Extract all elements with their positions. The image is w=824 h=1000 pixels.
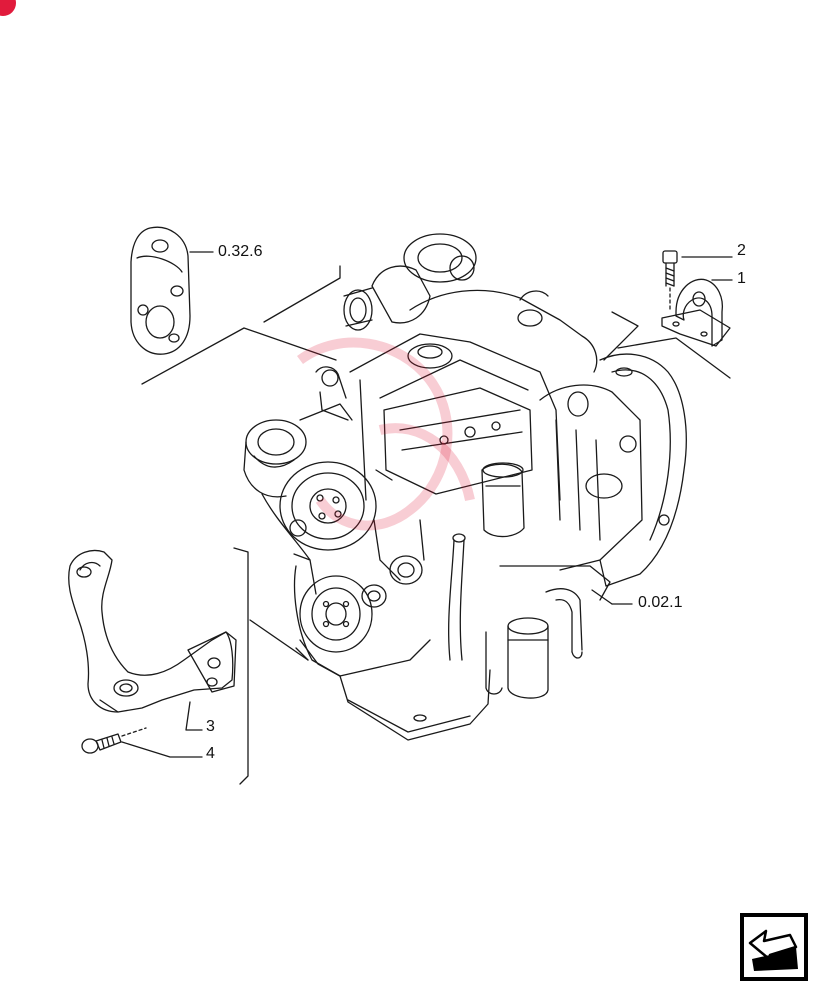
bolt-part-4 [81, 727, 147, 754]
callout-item-1: 1 [737, 270, 746, 287]
callout-item-3: 3 [206, 718, 215, 735]
next-page-button[interactable] [740, 913, 808, 981]
bracket-part-1 [661, 278, 731, 347]
brand-corner-icon [0, 0, 16, 16]
bolt-part-2 [662, 250, 678, 313]
callout-0-32-6: 0.32.6 [218, 243, 263, 260]
next-page-arrow-icon [740, 913, 808, 981]
callout-item-2: 2 [737, 242, 746, 259]
callout-0-02-1: 0.02.1 [638, 594, 683, 611]
leader-lines [121, 251, 733, 785]
callout-item-4: 4 [206, 745, 215, 762]
support-bracket-part-3 [68, 549, 237, 713]
watermark [297, 337, 475, 531]
gasket-part [130, 226, 191, 355]
engine-assembly [243, 233, 687, 741]
